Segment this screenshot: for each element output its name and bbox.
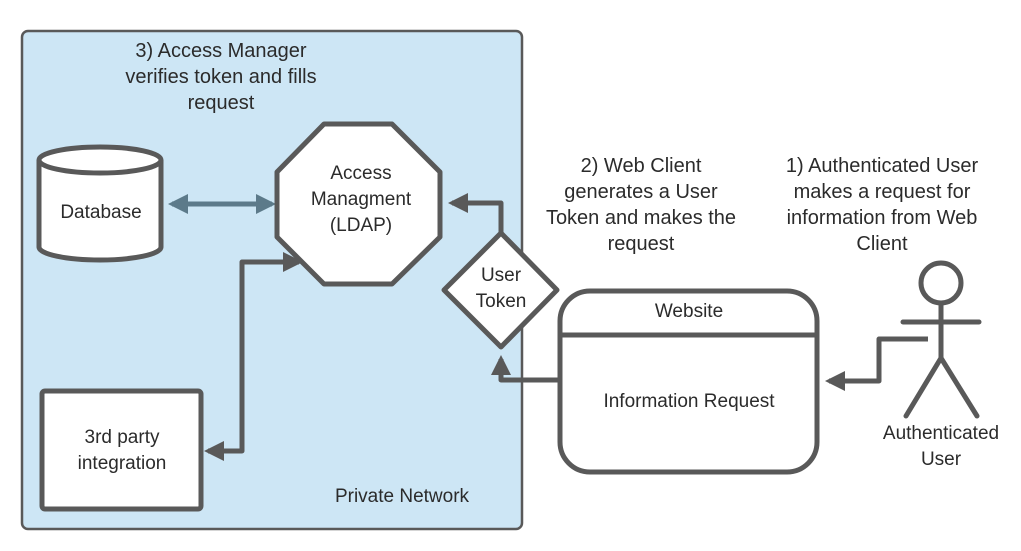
website-header: Website bbox=[655, 301, 723, 322]
third-party-access-connector bbox=[204, 252, 303, 461]
access-management-line-1: Access bbox=[330, 163, 391, 184]
step1-line-3: information from Web bbox=[787, 207, 978, 229]
third-party-line-1: 3rd party bbox=[85, 427, 160, 448]
actor-head bbox=[918, 260, 964, 306]
step1-line-4: Client bbox=[856, 233, 908, 255]
token-to-access-arrow bbox=[448, 193, 504, 233]
database-node: Database bbox=[36, 144, 164, 263]
access-management-node: Access Managment (LDAP) bbox=[274, 121, 443, 287]
user-token-node: User Token bbox=[441, 230, 560, 350]
step2-note: 2) Web Client generates a User Token and… bbox=[546, 155, 736, 255]
actor-line-2: User bbox=[921, 449, 962, 470]
actor-icon bbox=[900, 260, 982, 419]
step1-line-2: makes a request for bbox=[794, 181, 971, 203]
third-party-line-2: integration bbox=[78, 453, 167, 474]
step1-note: 1) Authenticated User makes a request fo… bbox=[786, 155, 979, 255]
user-token-line-1: User bbox=[481, 265, 522, 286]
database-cylinder-top bbox=[36, 144, 164, 176]
actor-to-website-arrow bbox=[825, 336, 928, 391]
access-management-octagon bbox=[274, 121, 443, 287]
step2-line-3: Token and makes the bbox=[546, 207, 736, 229]
step2-line-2: generates a User bbox=[564, 181, 718, 203]
database-cylinder-body bbox=[36, 160, 164, 263]
third-party-node: 3rd party integration bbox=[39, 388, 204, 512]
access-management-line-3: (LDAP) bbox=[330, 215, 392, 236]
website-body: Information Request bbox=[603, 391, 775, 412]
step1-line-1: 1) Authenticated User bbox=[786, 155, 979, 177]
step2-line-1: 2) Web Client bbox=[581, 155, 702, 177]
access-management-line-2: Managment bbox=[311, 189, 412, 210]
step3-note: 3) Access Manager verifies token and fil… bbox=[125, 40, 316, 114]
actor-right-leg bbox=[938, 355, 980, 419]
third-party-box bbox=[39, 388, 204, 512]
step3-line-2: verifies token and fills bbox=[125, 66, 316, 88]
step3-line-1: 3) Access Manager bbox=[135, 40, 307, 62]
website-to-token-arrow bbox=[491, 355, 560, 383]
actor-line-1: Authenticated bbox=[883, 423, 999, 444]
user-token-line-2: Token bbox=[476, 291, 527, 312]
website-node: Website Information Request bbox=[557, 288, 820, 475]
private-network-label: Private Network bbox=[335, 486, 470, 507]
step2-line-4: request bbox=[608, 233, 675, 255]
database-label: Database bbox=[60, 202, 141, 223]
step3-line-3: request bbox=[188, 92, 255, 114]
user-token-diamond bbox=[441, 230, 560, 350]
actor-left-leg bbox=[903, 355, 944, 419]
